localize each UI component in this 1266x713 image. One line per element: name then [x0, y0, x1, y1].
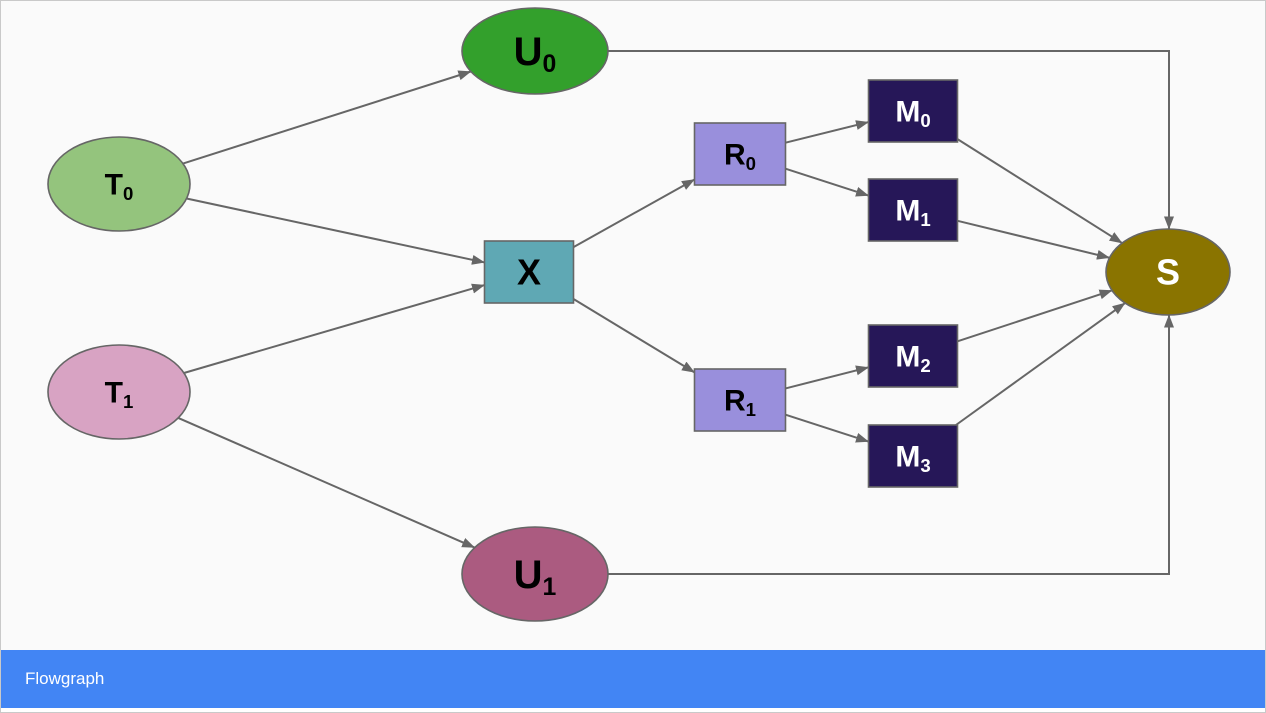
node-s-label: S — [1156, 252, 1180, 293]
edge-t1-x — [183, 283, 485, 374]
edge-m3-s — [955, 302, 1126, 426]
node-x-label: X — [517, 252, 541, 293]
node-s-shape — [1105, 228, 1231, 316]
node-r0-label: R0 — [724, 139, 756, 174]
node-t1: T1 — [47, 344, 191, 440]
node-m2-shape — [867, 324, 959, 388]
edge-u0-s — [608, 50, 1174, 230]
node-u0: U0 — [461, 7, 609, 95]
node-u1: U1 — [461, 526, 609, 622]
node-r1-shape — [693, 368, 787, 432]
node-t0: T0 — [47, 136, 191, 232]
edge-t1-u1 — [177, 416, 476, 549]
edge-m0-s — [956, 138, 1123, 244]
node-u1-label: U1 — [514, 553, 557, 601]
node-m1-label: M1 — [895, 195, 930, 230]
node-m0-label: M0 — [895, 96, 930, 131]
node-r0: R0 — [693, 122, 787, 186]
edge-t0-x — [186, 197, 485, 265]
node-t0-label: T0 — [105, 169, 134, 204]
node-x: X — [483, 240, 575, 304]
edge-x-r1 — [572, 298, 696, 374]
node-r1-label: R1 — [724, 385, 756, 420]
edge-t0-u0 — [182, 70, 472, 165]
edge-x-r0 — [573, 178, 695, 248]
node-t1-label: T1 — [105, 377, 134, 412]
edge-r0-m1 — [785, 167, 869, 197]
node-m3-shape — [867, 424, 959, 488]
node-m1-shape — [867, 178, 959, 242]
node-t1-shape — [47, 344, 191, 440]
edge-u1-s — [608, 314, 1174, 575]
node-m2: M2 — [867, 324, 959, 388]
node-x-shape — [483, 240, 575, 304]
node-m3: M3 — [867, 424, 959, 488]
node-u1-shape — [461, 526, 609, 622]
node-m2-label: M2 — [895, 341, 930, 376]
edge-r0-m0 — [785, 120, 869, 144]
node-t0-shape — [47, 136, 191, 232]
node-r1: R1 — [693, 368, 787, 432]
node-r0-shape — [693, 122, 787, 186]
node-m3-label: M3 — [895, 441, 930, 476]
status-bar: Flowgraph — [1, 650, 1265, 708]
node-m1: M1 — [867, 178, 959, 242]
node-m0: M0 — [867, 79, 959, 143]
node-u0-shape — [461, 7, 609, 95]
status-bar-label: Flowgraph — [25, 669, 105, 688]
edge-r1-m2 — [785, 365, 869, 390]
node-s: S — [1105, 228, 1231, 316]
edge-r1-m3 — [785, 413, 869, 443]
edge-m2-s — [957, 289, 1113, 343]
node-u0-label: U0 — [514, 30, 557, 78]
edge-m1-s — [957, 219, 1110, 260]
node-m0-shape — [867, 79, 959, 143]
